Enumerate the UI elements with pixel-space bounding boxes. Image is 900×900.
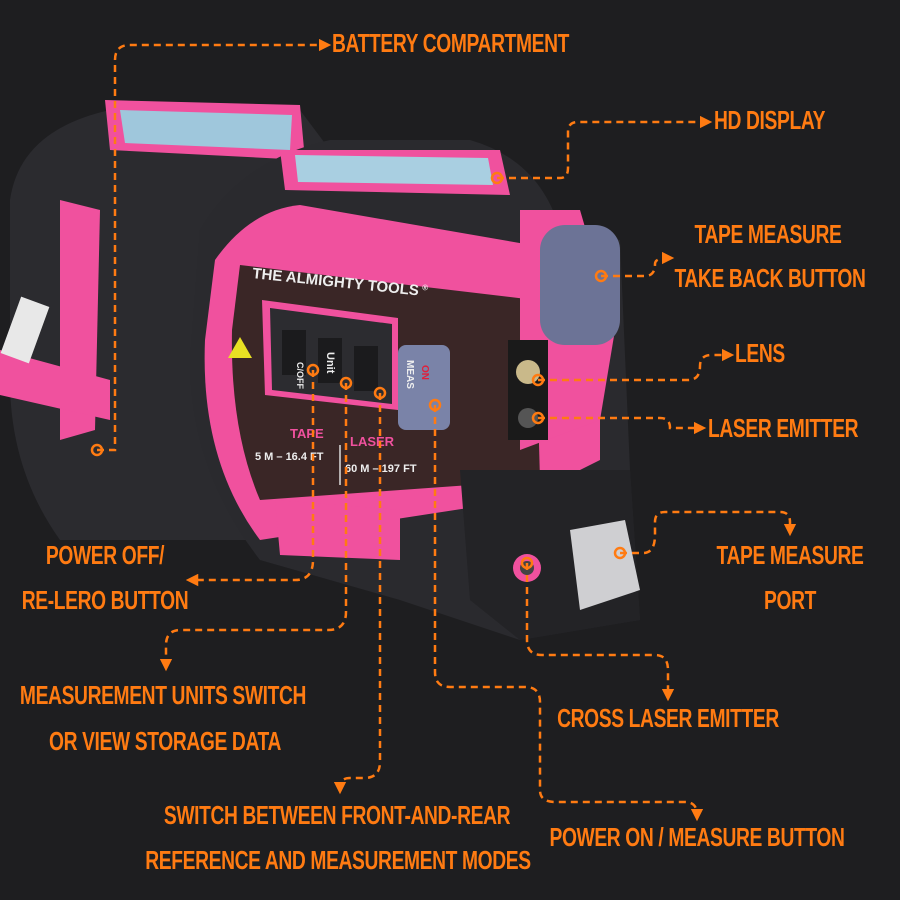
callout-lines (97, 38, 797, 822)
take-back-connector (601, 251, 675, 278)
label-units-line1: MEASUREMENT UNITS SWITCH (19, 680, 307, 710)
lens-connector (538, 348, 735, 382)
tape-range: 5 M – 16.4 FT (255, 451, 324, 463)
label-hd-display: HD DISPLAY (714, 105, 826, 135)
label-switch-line2: REFERENCE AND MEASUREMENT MODES (145, 845, 531, 875)
label-battery-compartment: BATTERY COMPARTMENT (332, 28, 570, 58)
label-take-back-line2: TAKE BACK BUTTON (674, 263, 866, 293)
callout-dots (90, 171, 627, 570)
label-tape-port-line2: PORT (764, 585, 816, 615)
laser-emitter-connector (538, 416, 707, 435)
tape-label: TAPE (290, 426, 324, 441)
label-power-off-line1: POWER OFF/ (45, 540, 165, 570)
label-tape-port-line1: TAPE MEASURE (716, 540, 864, 570)
meas-label: MEAS (404, 360, 415, 389)
hd-display-connector (497, 115, 713, 180)
registered-mark: ® (422, 283, 429, 293)
switch-connector (333, 393, 382, 795)
units-connector (159, 383, 348, 672)
laser-label: LASER (350, 434, 395, 449)
label-power-on: POWER ON / MEASURE BUTTON (549, 822, 845, 852)
label-switch-line1: SWITCH BETWEEN FRONT-AND-REAR (163, 800, 511, 830)
label-laser-emitter: LASER EMITTER (708, 413, 859, 443)
label-power-off-line2: RE-LERO BUTTON (21, 585, 189, 615)
label-units-line2: OR VIEW STORAGE DATA (48, 726, 282, 756)
power-off-connector (185, 370, 315, 587)
unit-button-label: Unit (324, 352, 336, 374)
label-lens: LENS (735, 338, 785, 368)
battery-connector (97, 38, 332, 452)
label-take-back-line1: TAPE MEASURE (694, 219, 842, 249)
on-label: ON (419, 365, 430, 380)
power-off-button-label: C/OFF (295, 362, 305, 389)
label-cross-laser: CROSS LASER EMITTER (557, 703, 779, 733)
power-on-connector (433, 405, 704, 822)
main-body (190, 140, 640, 640)
cross-laser-connector (525, 563, 675, 702)
